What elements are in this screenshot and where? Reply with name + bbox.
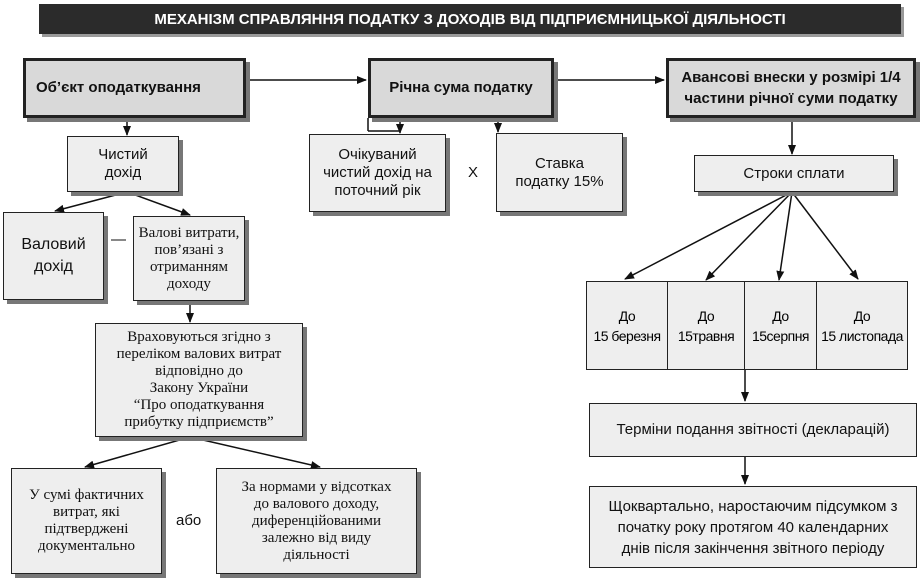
expected-income-box: Очікуваний чистий дохід на поточний рік (309, 134, 446, 212)
object-of-taxation-label: Об’єкт оподаткування (36, 79, 201, 96)
law-note-box: Враховуються згідно з переліком валових … (95, 323, 303, 437)
or-label: або (176, 512, 202, 529)
norms-box: За нормами у відсотках до валового доход… (216, 468, 417, 574)
quarterly-reporting-box: Щоквартально, наростаючим підсумком з по… (589, 486, 917, 568)
tax-rate-label: Ставка податку 15% (515, 154, 604, 190)
net-income-box: Чистий дохід (67, 136, 179, 192)
date-cell-may: До 15травня (667, 281, 745, 370)
tax-rate-box: Ставка податку 15% (496, 133, 623, 212)
expected-income-label: Очікуваний чистий дохід на поточний рік (323, 146, 432, 199)
annual-tax-sum-box: Річна сума податку (368, 58, 554, 118)
net-income-label: Чистий дохід (98, 146, 148, 181)
annual-tax-sum-label: Річна сума податку (389, 79, 533, 96)
date-label-march: До 15 березня (593, 307, 661, 344)
actual-costs-label: У сумі фактичних витрат, які підтверджен… (29, 487, 144, 554)
date-cell-august: До 15серпня (744, 281, 817, 370)
law-note-label: Враховуються згідно з переліком валових … (116, 329, 282, 430)
norms-label: За нормами у відсотках до валового доход… (241, 478, 392, 563)
date-label-november: До 15 листопада (821, 307, 903, 344)
advance-payments-label: Авансові внески у розмірі 1/4 частини рі… (681, 69, 901, 107)
gross-income-label: Валовий дохід (21, 236, 86, 275)
date-label-august: До 15серпня (751, 307, 810, 344)
minus-sign: — (111, 231, 126, 248)
actual-costs-box: У сумі фактичних витрат, які підтверджен… (11, 468, 162, 574)
report-terms-box: Терміни подання звітності (декларацій) (589, 403, 917, 457)
object-of-taxation-box: Об’єкт оподаткування (23, 58, 246, 118)
date-cell-november: До 15 листопада (816, 281, 908, 370)
gross-expenses-box: Валові витрати, пов’язані з отриманням д… (133, 216, 245, 301)
date-cell-march: До 15 березня (586, 281, 668, 370)
multiply-sign: X (468, 164, 479, 181)
payment-terms-label: Строки сплати (743, 164, 845, 182)
gross-expenses-label: Валові витрати, пов’язані з отриманням д… (138, 224, 240, 292)
diagram-title: МЕХАНІЗМ СПРАВЛЯННЯ ПОДАТКУ З ДОХОДІВ ВІ… (39, 4, 901, 34)
advance-payments-box: Авансові внески у розмірі 1/4 частини рі… (666, 58, 916, 118)
gross-income-box: Валовий дохід (3, 212, 104, 300)
report-terms-label: Терміни подання звітності (декларацій) (616, 421, 890, 438)
date-label-may: До 15травня (677, 307, 735, 344)
quarterly-reporting-label: Щоквартально, наростаючим підсумком з по… (608, 497, 898, 557)
payment-terms-box: Строки сплати (694, 155, 894, 192)
